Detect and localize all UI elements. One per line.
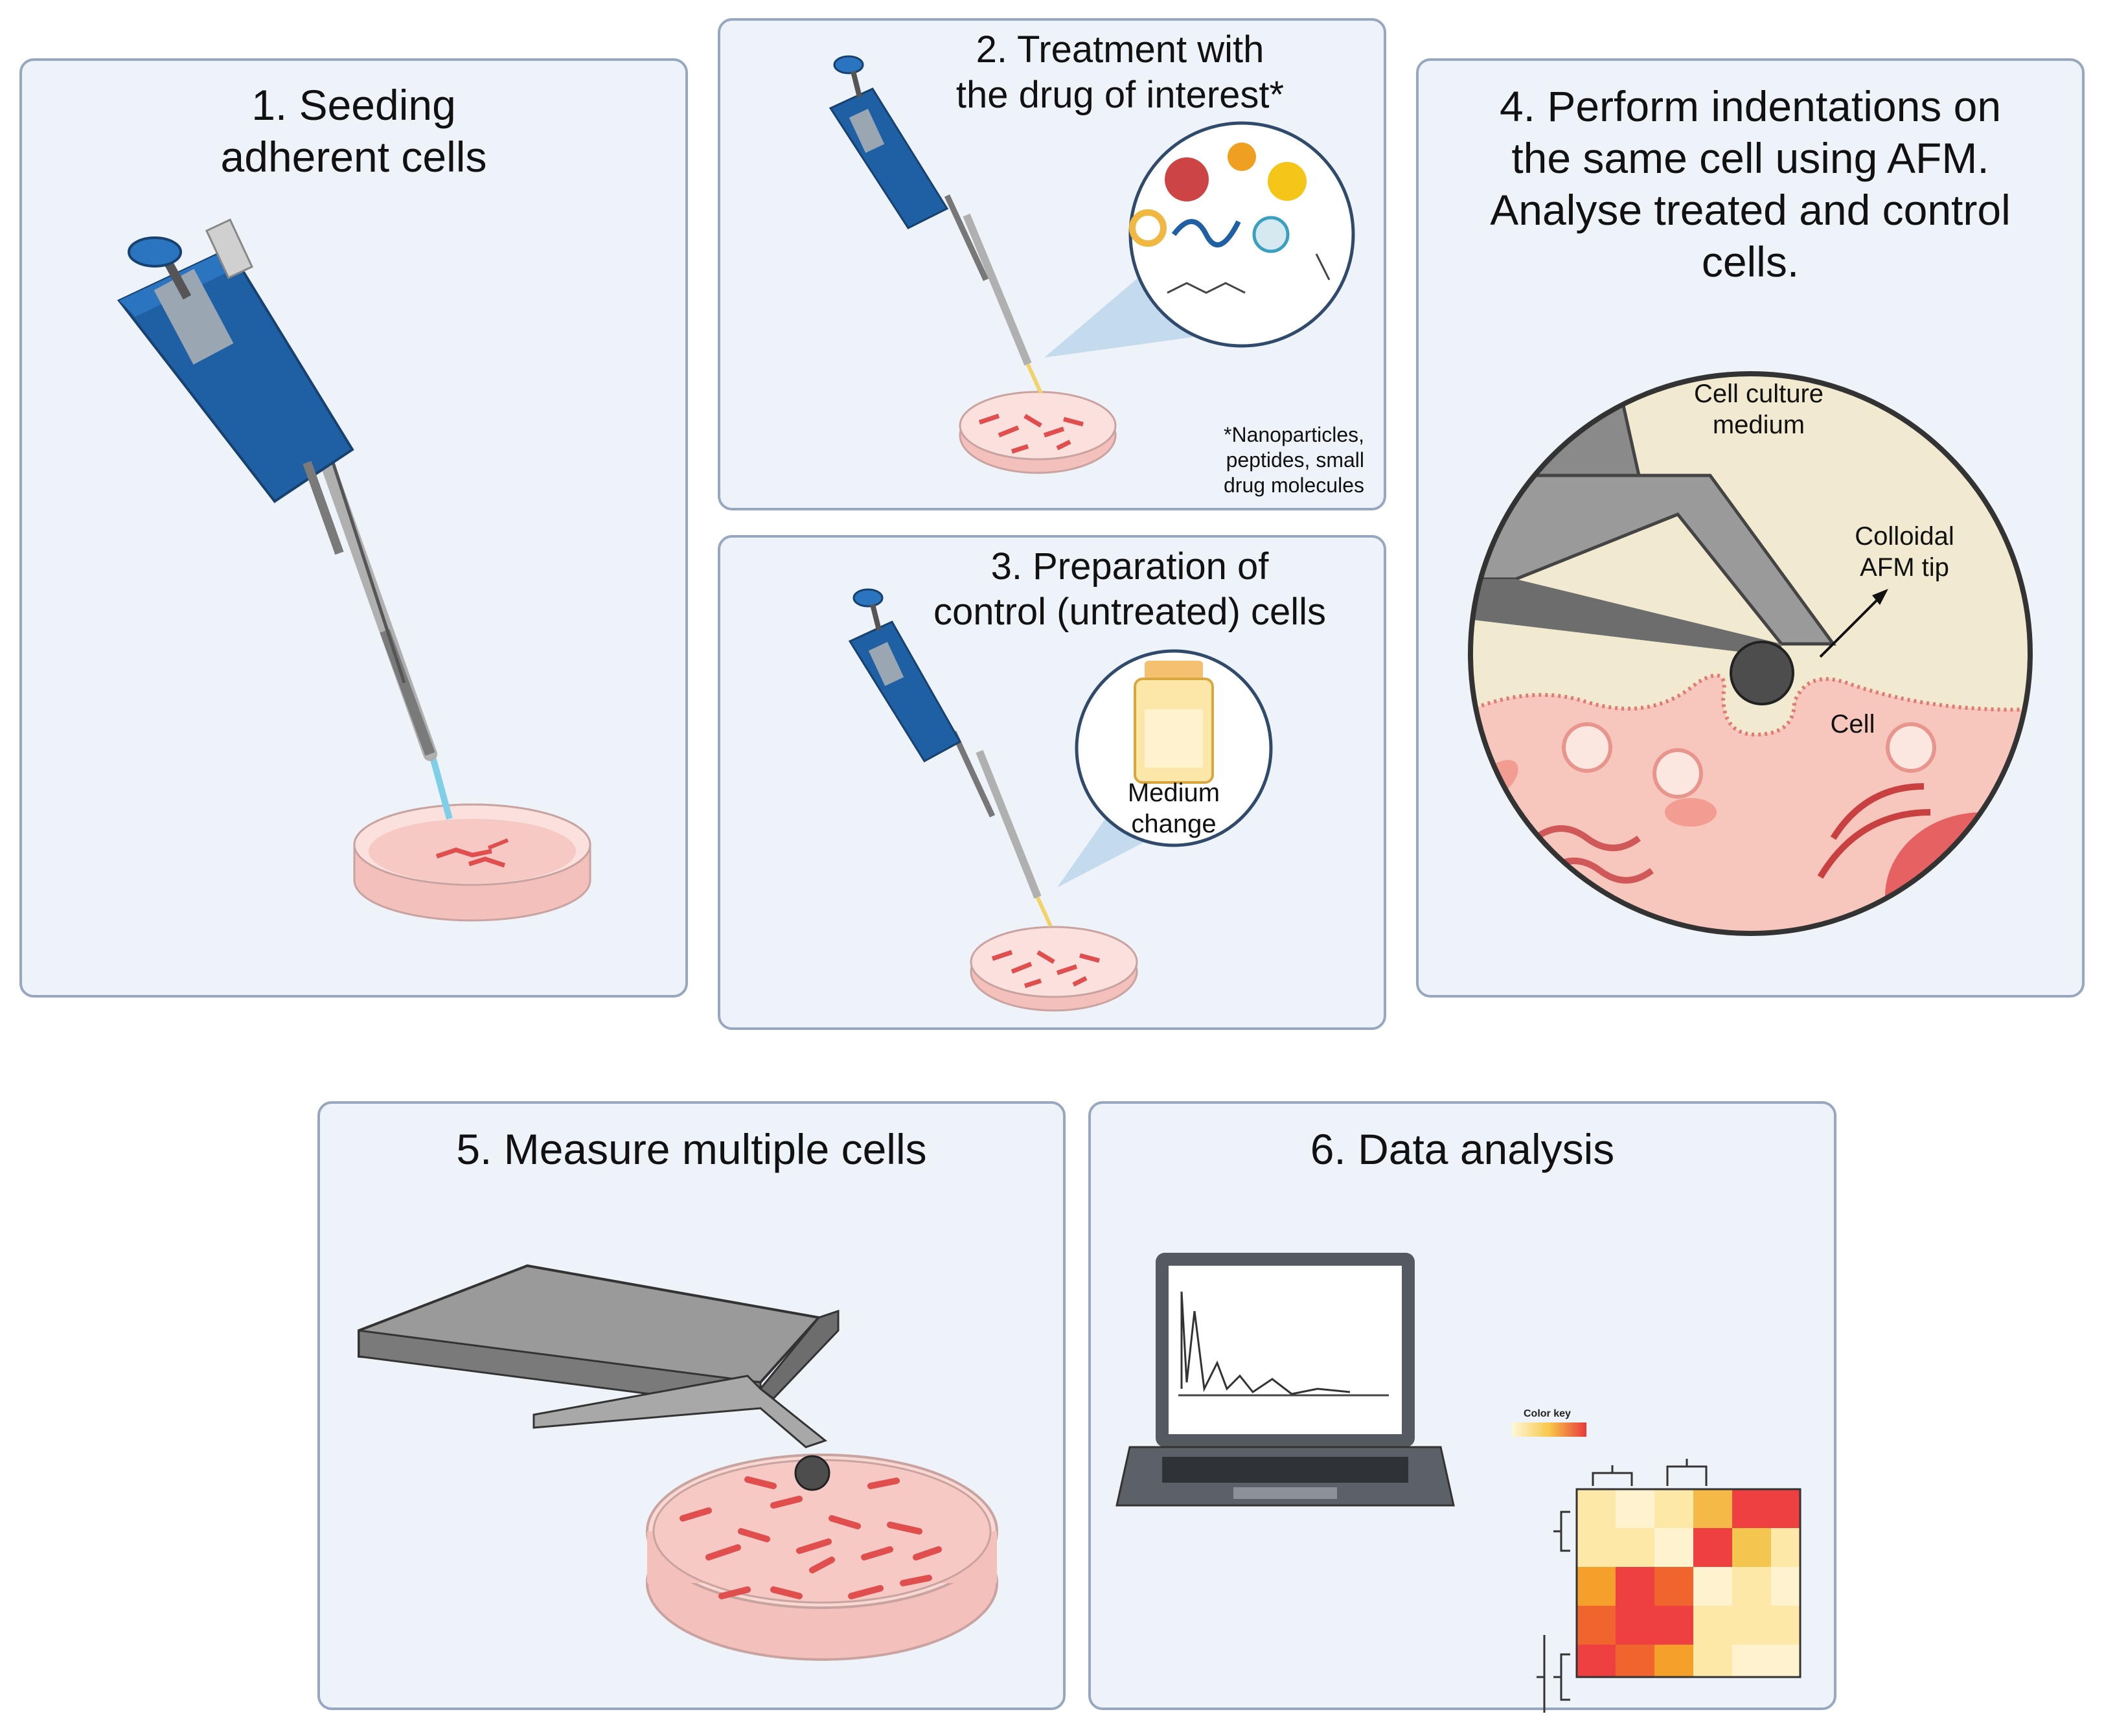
color-key-label: Color key (1524, 1408, 1571, 1419)
colloidal-tip-icon (1730, 641, 1794, 705)
petri-dish-icon (353, 803, 591, 922)
panel-4-title: 4. Perform indentations on the same cell… (1490, 82, 2011, 286)
pipette-icon (117, 218, 453, 820)
colloidal-tip-icon (794, 1455, 830, 1491)
afm-cantilever-icon (358, 1264, 840, 1448)
pipette-seeding-illustration (117, 218, 591, 922)
drug-footnote: *Nanoparticles, peptides, small drug mol… (1224, 423, 1364, 497)
cell-culture-medium-label: Cell culture medium (1693, 380, 1824, 439)
measure-illustration (358, 1264, 998, 1661)
petri-dish-icon (646, 1454, 998, 1661)
panel-3-title: 3. Preparation of control (untreated) ce… (933, 545, 1327, 633)
petri-dish-icon (959, 391, 1117, 474)
force-curve-line (1180, 1291, 1351, 1395)
heatmap-icon (1537, 1459, 1801, 1713)
panel-control: 3. Preparation of control (untreated) ce… (718, 535, 1386, 1030)
medium-bottle-icon (1075, 649, 1273, 847)
control-illustration (848, 588, 1273, 1012)
cell-label: Cell (1830, 710, 1875, 738)
laptop-icon (1115, 1253, 1455, 1507)
panel-5-title: 5. Measure multiple cells (456, 1125, 927, 1173)
pipette-icon (829, 55, 1043, 394)
panel-2-title: 2. Treatment with the drug of interest* (955, 29, 1285, 116)
panel-afm: 4. Perform indentations on the same cell… (1416, 58, 2085, 998)
panel-1-title: 1. Seeding adherent cells (220, 81, 487, 181)
data-analysis-illustration (1115, 1253, 1801, 1713)
color-key-icon (1512, 1422, 1586, 1437)
panel-seeding: 1. Seeding adherent cells (19, 58, 688, 998)
treatment-illustration (829, 55, 1355, 474)
drug-bubble-icon (1128, 121, 1355, 348)
afm-indentation-illustration (1468, 371, 2033, 936)
petri-dish-icon (970, 926, 1138, 1012)
pipette-icon (848, 588, 1053, 928)
panel-measure: 5. Measure multiple cells (317, 1101, 1066, 1710)
medium-change-label: Medium change (1127, 779, 1220, 838)
colloidal-tip-label: Colloidal AFM tip (1855, 522, 1954, 582)
panel-6-title: 6. Data analysis (1310, 1125, 1615, 1173)
panel-data-analysis: 6. Data analysis (1088, 1101, 1836, 1713)
panel-treatment: 2. Treatment with the drug of interest* (718, 18, 1386, 510)
